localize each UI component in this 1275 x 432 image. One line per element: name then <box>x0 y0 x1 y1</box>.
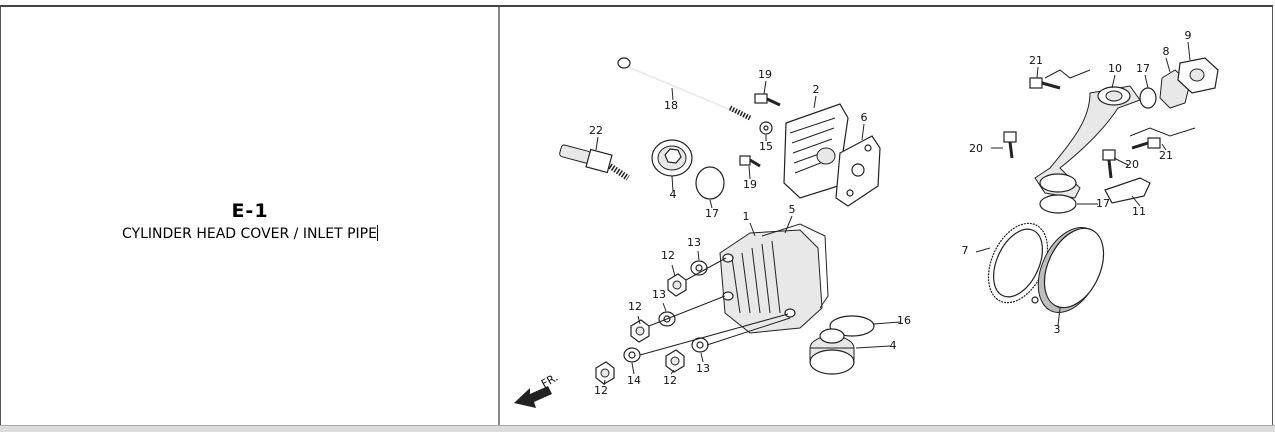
part-o-ring <box>1039 194 1077 214</box>
section-name: CYLINDER HEAD COVER / INLET PIPE <box>122 226 377 242</box>
callout-number: 21 <box>1029 54 1043 67</box>
part-o-ring <box>695 166 725 200</box>
callout-leader <box>671 175 674 192</box>
callout-leader <box>1144 74 1149 89</box>
front-direction-label: FR. <box>539 371 560 391</box>
part-spark-plug <box>559 144 630 181</box>
callout-leader <box>749 222 756 237</box>
part-flange <box>1177 57 1219 94</box>
part-bolt <box>739 155 761 168</box>
callout-number: 17 <box>1136 62 1150 75</box>
bottom-border <box>0 425 1275 432</box>
part-nut <box>595 361 615 385</box>
callout-leader <box>595 136 599 151</box>
callout-leader <box>671 87 674 101</box>
callout-number: 20 <box>969 142 983 155</box>
callout-number: 6 <box>861 111 868 124</box>
callout-leader <box>662 302 667 312</box>
callout-leader <box>700 352 704 363</box>
part-nut <box>665 349 685 373</box>
callout-leader <box>1161 143 1167 151</box>
callout-number: 2 <box>813 83 820 96</box>
part-stud-bolt <box>617 57 752 121</box>
title-cell: E-1 CYLINDER HEAD COVER / INLET PIPE <box>2 7 498 427</box>
callout-labels: 1234456789101112121212131313141516171717… <box>589 29 1192 397</box>
callout-number: 20 <box>1125 158 1139 171</box>
callout-leader <box>1113 157 1129 166</box>
callout-leader <box>784 215 793 234</box>
callout-number: 5 <box>789 203 796 216</box>
part-nut <box>667 273 687 297</box>
callout-number: 16 <box>897 314 911 327</box>
callout-number: 17 <box>705 207 719 220</box>
callout-number: 12 <box>594 384 608 397</box>
callout-leader <box>1057 307 1061 327</box>
part-bolt <box>1102 149 1116 179</box>
callout-leader <box>748 165 751 180</box>
callout-number: 4 <box>890 339 897 352</box>
part-o-ring <box>1139 87 1157 109</box>
callout-number: 7 <box>962 244 969 257</box>
callout-leader <box>670 369 675 375</box>
callout-number: 12 <box>661 249 675 262</box>
callout-number: 10 <box>1108 62 1122 75</box>
part-nut <box>630 319 650 343</box>
title-block: E-1 CYLINDER HEAD COVER / INLET PIPE <box>2 200 498 242</box>
callout-number: 13 <box>652 288 666 301</box>
part-bolt <box>1131 137 1161 150</box>
part-side-cover <box>1031 227 1105 313</box>
callout-number: 9 <box>1185 29 1192 42</box>
part-bolt <box>1003 131 1017 159</box>
callout-leader <box>637 315 641 325</box>
callout-number: 17 <box>1096 197 1110 210</box>
callout-leader <box>873 321 901 325</box>
callout-leader <box>603 379 606 386</box>
callout-number: 12 <box>628 300 642 313</box>
callout-leader <box>1187 41 1191 61</box>
part-bolt <box>1029 77 1061 90</box>
callout-leader <box>1036 66 1039 79</box>
callout-leader <box>861 123 865 141</box>
part-bolt <box>754 93 781 107</box>
callout-leader <box>631 362 635 375</box>
section-code: E-1 <box>231 200 269 222</box>
callout-number: 18 <box>664 99 678 112</box>
callout-number: 15 <box>759 140 773 153</box>
callout-number: 21 <box>1159 149 1173 162</box>
callout-number: 3 <box>1054 323 1061 336</box>
callout-number: 1 <box>743 210 750 223</box>
callout-leader <box>697 250 700 261</box>
callout-number: 22 <box>589 124 603 137</box>
callout-number: 13 <box>696 362 710 375</box>
part-gasket-plate <box>835 135 881 207</box>
part-plug-cap <box>651 139 693 177</box>
callout-number: 4 <box>670 188 677 201</box>
callout-number: 8 <box>1163 45 1170 58</box>
text-cursor <box>376 225 378 241</box>
callout-number: 12 <box>663 374 677 387</box>
callout-number: 13 <box>687 236 701 249</box>
callout-number: 14 <box>627 374 641 387</box>
callout-leader <box>671 264 676 277</box>
callout-leader <box>1111 74 1116 89</box>
callout-leader <box>975 247 991 253</box>
callout-number: 19 <box>758 68 772 81</box>
part-head-cover <box>719 229 823 334</box>
part-inlet-pipe <box>1034 85 1141 199</box>
callout-number: 11 <box>1132 205 1146 218</box>
callout-leader <box>1131 195 1141 207</box>
front-direction-arrow: FR. <box>514 371 560 408</box>
callout-leader <box>709 199 713 209</box>
callout-leader <box>1165 57 1171 73</box>
callout-leader <box>813 95 817 109</box>
part-plug-cap <box>809 328 855 375</box>
callout-leader <box>855 345 891 349</box>
callout-number: 19 <box>743 178 757 191</box>
callout-leader <box>763 80 767 95</box>
part-bracket <box>1104 177 1151 204</box>
part-washer <box>623 347 641 363</box>
column-divider <box>498 7 500 429</box>
